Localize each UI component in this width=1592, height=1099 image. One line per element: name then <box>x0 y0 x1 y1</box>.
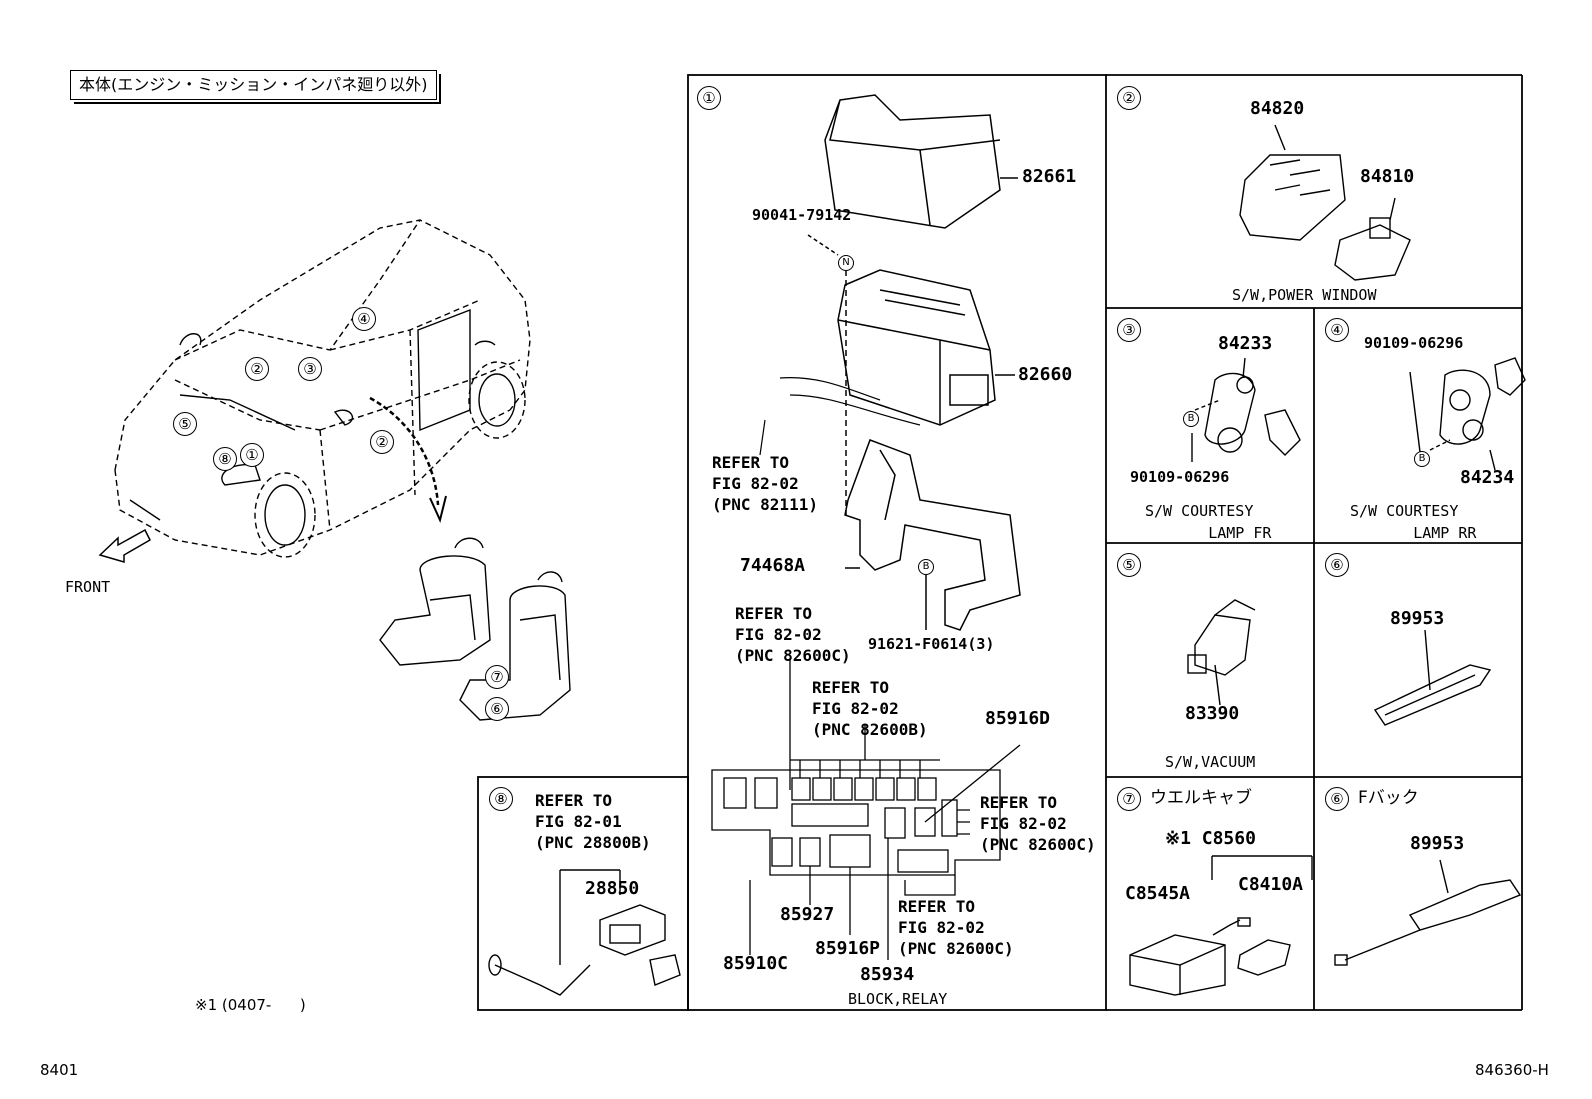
panel5-caption: S/W,VACUUM <box>1165 753 1256 771</box>
part-84810: 84810 <box>1360 166 1415 187</box>
part-84234: 84234 <box>1460 467 1515 488</box>
car-to-seat-arrow <box>369 396 447 524</box>
refer-82111: REFER TO FIG 82-02 (PNC 82111) <box>712 453 818 514</box>
part-74468A: 74468A <box>740 555 806 576</box>
car-callout-3: ③ <box>298 357 322 381</box>
courtesy-switch-fr <box>1191 357 1301 462</box>
car-callout-4: ④ <box>352 307 376 331</box>
panel7-number: ⑦ <box>1117 787 1141 811</box>
part-C8545A: C8545A <box>1125 883 1191 904</box>
panel8-number: ⑧ <box>489 787 513 811</box>
bracket-74468A <box>844 439 1021 631</box>
harness-89953-a <box>1373 629 1492 726</box>
mark-b-panel1: B <box>918 559 934 575</box>
part-85916P: 85916P <box>815 938 881 959</box>
car-callout-2b: ② <box>370 430 394 454</box>
car-illustration <box>114 219 531 558</box>
part-84820: 84820 <box>1250 98 1305 119</box>
part-89953-b: 89953 <box>1410 833 1465 854</box>
page-header-title: 本体(エンジン・ミッション・インパネ廻り以外) <box>70 70 440 104</box>
panel6b-number: ⑥ <box>1325 787 1349 811</box>
mark-b-panel3: B <box>1183 411 1199 427</box>
front-label: FRONT <box>65 578 111 596</box>
footnote: ※1 (0407- ) <box>195 996 306 1014</box>
part-89953-a: 89953 <box>1390 608 1445 629</box>
part-C8410A: C8410A <box>1238 874 1304 895</box>
panel6a-number: ⑥ <box>1325 553 1349 577</box>
vacuum-switch <box>1187 599 1256 706</box>
part-83390: 83390 <box>1185 703 1240 724</box>
part-82661: 82661 <box>1022 166 1077 187</box>
part-28850: 28850 <box>585 878 640 899</box>
part-85934: 85934 <box>860 964 915 985</box>
part-85910C: 85910C <box>723 953 789 974</box>
panel6b-title: Fバック <box>1358 788 1419 808</box>
part-82660: 82660 <box>1018 364 1073 385</box>
refer-82600C-b: REFER TO FIG 82-02 (PNC 82600C) <box>980 793 1096 854</box>
car-callout-2: ② <box>245 357 269 381</box>
refer-82600B: REFER TO FIG 82-02 (PNC 82600B) <box>812 678 928 739</box>
harness-89953-b <box>1334 859 1522 966</box>
part-85927: 85927 <box>780 904 835 925</box>
car-callout-8: ⑧ <box>213 447 237 471</box>
welcab-unit <box>1129 855 1313 996</box>
part-90109-06296-fr: 90109-06296 <box>1130 468 1230 486</box>
panel2-caption: S/W,POWER WINDOW <box>1232 286 1377 304</box>
panel2-number: ② <box>1117 86 1141 110</box>
power-window-switch-84820 <box>1239 124 1346 241</box>
front-arrow-icon <box>98 528 151 563</box>
panel4-caption: S/W COURTESY LAMP RR <box>1350 502 1477 542</box>
courtesy-switch-rr <box>1409 357 1526 471</box>
car-callout-7: ⑦ <box>485 665 509 689</box>
relay-box-cover <box>824 94 1018 229</box>
part-84233: 84233 <box>1218 333 1273 354</box>
mark-n: N <box>838 255 854 271</box>
part-90109-06296-rr: 90109-06296 <box>1364 334 1464 352</box>
seats-illustration <box>379 537 571 721</box>
car-callout-6: ⑥ <box>485 697 509 721</box>
panel-frames <box>477 74 1523 1011</box>
footer-right: 846360-H <box>1475 1061 1549 1079</box>
power-window-switch-84810 <box>1334 197 1411 281</box>
relay-box-body <box>837 269 996 426</box>
panel8-refer: REFER TO FIG 82-01 (PNC 28800B) <box>535 791 651 852</box>
panel3-number: ③ <box>1117 318 1141 342</box>
relay-block-schematic <box>711 660 1021 960</box>
part-91621-F0614: 91621-F0614(3) <box>868 635 995 653</box>
mark-b-panel4: B <box>1414 451 1430 467</box>
sensor-28850 <box>488 869 681 996</box>
part-85916D: 85916D <box>985 708 1051 729</box>
panel5-number: ⑤ <box>1117 553 1141 577</box>
panel7-title: ウエルキャブ <box>1150 788 1252 808</box>
panel3-caption: S/W COURTESY LAMP FR <box>1145 502 1272 542</box>
part-C8560: ※1 C8560 <box>1165 828 1256 849</box>
car-callout-1: ① <box>240 443 264 467</box>
part-90041-79142: 90041-79142 <box>752 206 852 224</box>
panel1-caption: BLOCK,RELAY <box>848 990 948 1008</box>
panel4-number: ④ <box>1325 318 1349 342</box>
car-callout-5: ⑤ <box>173 412 197 436</box>
refer-82600C-c: REFER TO FIG 82-02 (PNC 82600C) <box>898 897 1014 958</box>
footer-left: 8401 <box>40 1061 79 1079</box>
refer-82600C-a: REFER TO FIG 82-02 (PNC 82600C) <box>735 604 851 665</box>
panel1-number: ① <box>697 86 721 110</box>
